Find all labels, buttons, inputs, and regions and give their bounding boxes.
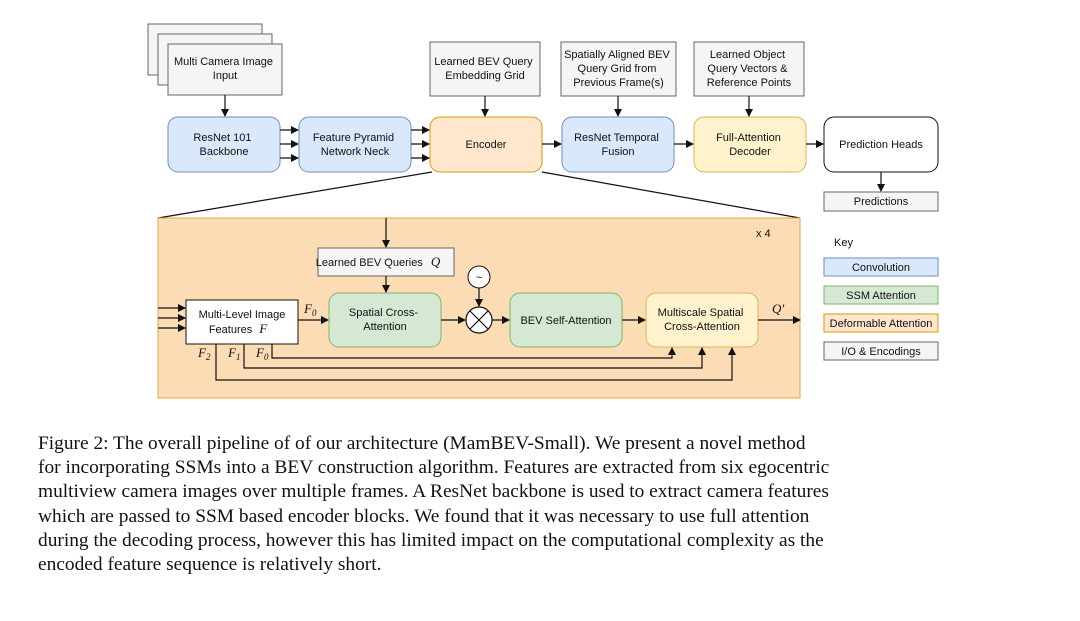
bev-queries-box xyxy=(317,247,455,277)
decoder-box xyxy=(693,116,807,173)
object-queries-label: Learned Object Query Vectors & Reference… xyxy=(707,49,792,89)
key-deformable-attention-label: Deformable Attention xyxy=(830,318,933,330)
pipeline-arrows xyxy=(221,95,885,192)
spatial-cross-attention-box xyxy=(328,292,442,348)
architecture-diagram: x 4 Multi Camera Image Input Learned BEV… xyxy=(147,23,939,399)
bev-query-grid-box xyxy=(429,41,541,97)
caption-line: which are passed to SSM based encoder bl… xyxy=(38,505,810,527)
multi-level-features-label: Multi-Level Image xyxy=(199,309,286,321)
caption-line: Figure 2: The overall pipeline of of our… xyxy=(38,433,806,454)
zoom-line-left xyxy=(157,171,433,219)
aligned-grid-label: Spatially Aligned BEV Query Grid from Pr… xyxy=(564,49,673,89)
key-io-encodings xyxy=(823,341,939,361)
key-convolution-label: Convolution xyxy=(852,262,910,274)
multiply-symbol xyxy=(469,310,489,330)
key-deformable-attention xyxy=(823,313,939,333)
figure-caption: Figure 2: The overall pipeline of of our… xyxy=(38,432,1054,577)
caption-line: during the decoding process, however thi… xyxy=(38,529,824,551)
repeat-label: x 4 xyxy=(756,228,771,240)
bev-queries-label: Learned BEV Queries Q xyxy=(316,253,441,270)
fpn-neck-label: Feature Pyramid Network Neck xyxy=(313,132,397,158)
key-ssm-attention xyxy=(823,285,939,305)
key-ssm-attention-label: SSM Attention xyxy=(846,290,916,302)
key-convolution xyxy=(823,257,939,277)
key-title: Key xyxy=(834,237,853,249)
bev-self-attention-label: BEV Self-Attention xyxy=(520,315,611,327)
f0-label: F0 xyxy=(303,301,317,318)
temporal-fusion-label: ResNet Temporal Fusion xyxy=(574,132,662,158)
tilde-symbol: ~ xyxy=(476,272,482,284)
caption-line: encoded feature sequence is relatively s… xyxy=(38,554,382,576)
caption-line: for incorporating SSMs into a BEV constr… xyxy=(38,457,830,479)
predictions-box xyxy=(823,191,939,212)
f0b-label: F0 xyxy=(255,345,269,362)
object-queries-box xyxy=(693,41,805,97)
multi-level-features-label-2: Features F xyxy=(209,320,268,337)
bev-query-grid-label: Learned BEV Query Embedding Grid xyxy=(434,56,536,82)
input-stack-front xyxy=(167,43,283,96)
temporal-fusion-box xyxy=(561,116,675,173)
input-label: Multi Camera Image Input xyxy=(174,56,276,82)
f1-label: F1 xyxy=(227,345,240,362)
predictions-label: Predictions xyxy=(854,196,909,208)
decoder-label: Full-Attention Decoder xyxy=(716,132,784,158)
aligned-grid-box xyxy=(560,41,677,97)
encoder-label: Encoder xyxy=(466,139,507,151)
resnet-backbone-label: ResNet 101 Backbone xyxy=(193,132,254,158)
f2-label: F2 xyxy=(197,345,211,362)
detail-arrows xyxy=(158,218,801,381)
key-io-encodings-label: I/O & Encodings xyxy=(841,346,921,358)
multiscale-cross-attention-box xyxy=(645,292,759,348)
fpn-neck-box xyxy=(298,116,412,173)
q-prime-label: Q′ xyxy=(772,301,784,316)
spatial-cross-attention-label: Spatial Cross- Attention xyxy=(349,307,421,333)
prediction-heads-label: Prediction Heads xyxy=(839,139,923,151)
multiscale-cross-attention-label: Multiscale Spatial Cross-Attention xyxy=(658,307,747,333)
multi-level-features-box xyxy=(185,299,299,345)
zoom-line-right xyxy=(541,171,801,219)
resnet-backbone-box xyxy=(167,116,281,173)
caption-line: multiview camera images over multiple fr… xyxy=(38,481,829,503)
